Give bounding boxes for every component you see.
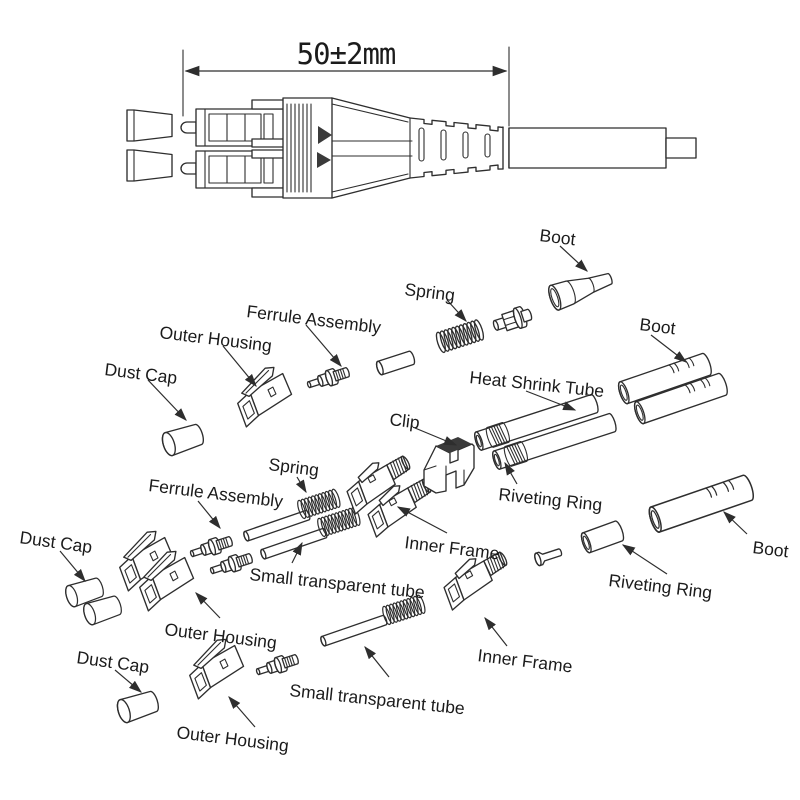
label-boot-3: Boot	[752, 537, 790, 561]
leader-dust-cap-2	[59, 550, 86, 583]
leader-boot-2	[650, 334, 688, 363]
leader-heat-shrink-tube	[525, 390, 577, 411]
assembled-connector-drawing	[126, 97, 697, 199]
connector-dust-caps	[126, 109, 173, 182]
connector-body	[180, 97, 333, 199]
leader-lines	[59, 245, 748, 728]
leader-dust-cap-1	[147, 379, 187, 421]
leader-outer-housing-1	[222, 345, 257, 388]
leader-riveting-ring-2	[621, 544, 668, 575]
clip-part	[423, 437, 475, 494]
leader-outer-housing-3	[228, 696, 256, 728]
label-clip: Clip	[389, 409, 421, 433]
leader-riveting-ring-1	[504, 461, 518, 485]
leader-dust-cap-3	[114, 669, 143, 693]
duplex-kit-middle	[62, 437, 757, 627]
leader-spring-2	[295, 476, 307, 494]
leader-small-transparent-tube-1	[291, 541, 303, 564]
dimension-annotation	[182, 46, 510, 127]
leader-inner-frame-1	[396, 506, 448, 534]
label-boot-2: Boot	[639, 314, 677, 338]
leader-ferrule-assembly-1	[305, 324, 342, 368]
dimension-label: 50±2mm	[297, 37, 396, 71]
leader-inner-frame-2	[484, 616, 508, 647]
leader-small-transparent-tube-2	[364, 645, 390, 678]
leader-clip	[414, 427, 458, 446]
connector-cable	[508, 127, 697, 169]
label-boot-1: Boot	[539, 225, 577, 249]
leader-boot-1	[559, 245, 588, 272]
leader-spring-1	[446, 299, 467, 322]
leader-outer-housing-2	[195, 592, 221, 619]
leader-boot-3	[723, 511, 748, 535]
leader-ferrule-assembly-2	[197, 500, 221, 530]
